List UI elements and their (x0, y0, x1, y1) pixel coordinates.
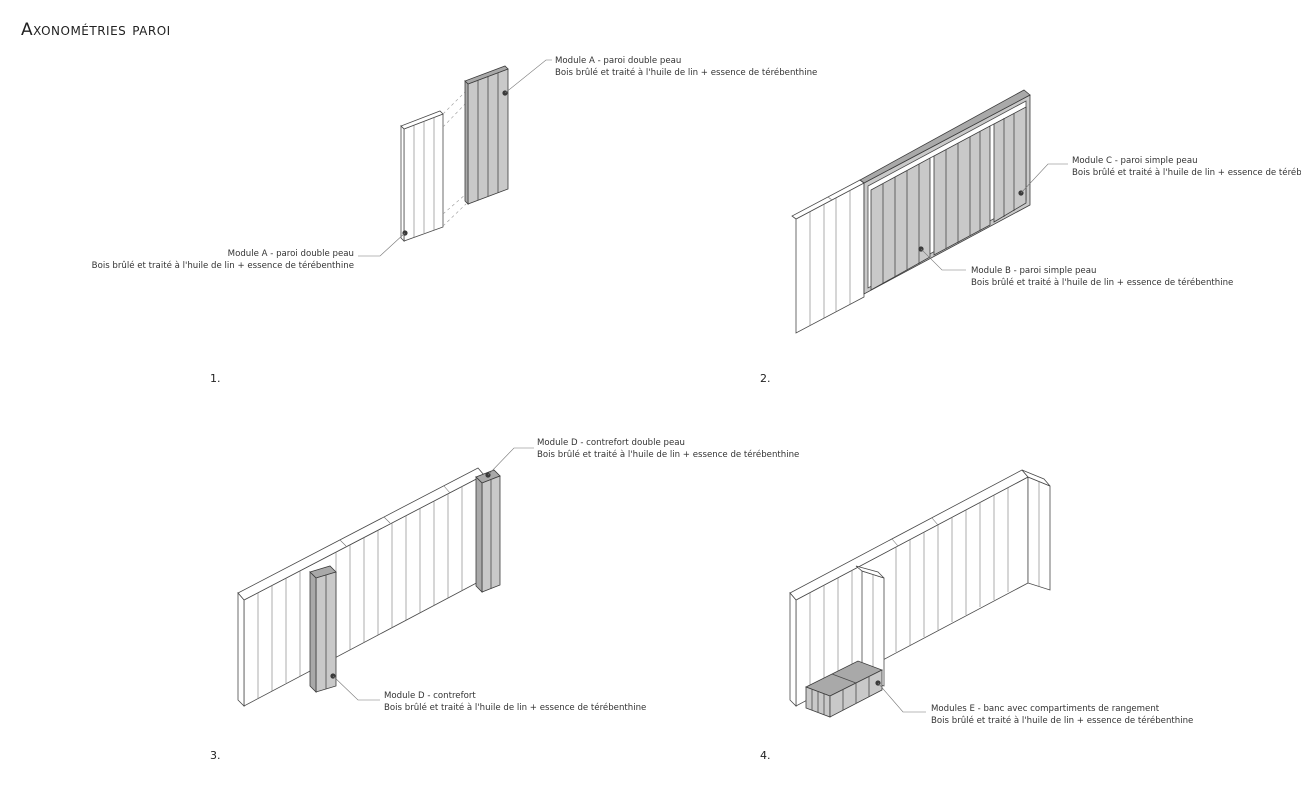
panel-3-drawing (237, 447, 534, 707)
page-title: Axonométries paroi (21, 20, 171, 40)
module-b-white-section (791, 179, 865, 334)
panel-4-drawing (789, 469, 1051, 718)
panel-1-label-b-title: Module A - paroi double peau (228, 249, 354, 259)
wall-white (237, 467, 485, 707)
module-a-white-panel (400, 110, 444, 242)
panel-2-label-b-detail: Bois brûlé et traité à l'huile de lin + … (971, 277, 1233, 288)
panel-3-number: 3. (210, 749, 221, 762)
panel-3-label-b-detail: Bois brûlé et traité à l'huile de lin + … (384, 702, 646, 713)
module-a-grey-panel (464, 65, 509, 205)
panel-3-label-a-title: Module D - contrefort double peau (537, 438, 685, 448)
panel-2-number: 2. (760, 372, 771, 385)
panel-2-drawing (791, 89, 1068, 334)
panel-2-label-b-title: Module B - paroi simple peau (971, 266, 1096, 276)
side-return-wall (1021, 469, 1051, 591)
panel-1-number: 1. (210, 372, 221, 385)
front-projecting-wall (855, 565, 885, 687)
wall-white (789, 469, 1029, 707)
panel-3-label-b-title: Module D - contrefort (384, 691, 476, 701)
panel-2-label-c-title: Module C - paroi simple peau (1072, 156, 1198, 166)
module-d-back-buttress (475, 469, 501, 593)
panel-1-label-a-title: Module A - paroi double peau (555, 56, 681, 66)
panel-4-number: 4. (760, 749, 771, 762)
panel-2-label-c-detail: Bois brûlé et traité à l'huile de lin + … (1072, 167, 1301, 178)
module-e-bench (805, 660, 883, 718)
panel-1-label-a-detail: Bois brûlé et traité à l'huile de lin + … (555, 67, 817, 78)
module-d-front-buttress (309, 565, 337, 693)
panel-1-label-b-detail: Bois brûlé et traité à l'huile de lin + … (92, 260, 354, 271)
panel-1-drawing (358, 59, 552, 257)
panel-4-label-title: Modules E - banc avec compartiments de r… (931, 704, 1160, 714)
panel-3-label-a-detail: Bois brûlé et traité à l'huile de lin + … (537, 449, 799, 460)
panel-4-label-detail: Bois brûlé et traité à l'huile de lin + … (931, 715, 1193, 726)
module-b-c-grey-wall (859, 89, 1031, 295)
